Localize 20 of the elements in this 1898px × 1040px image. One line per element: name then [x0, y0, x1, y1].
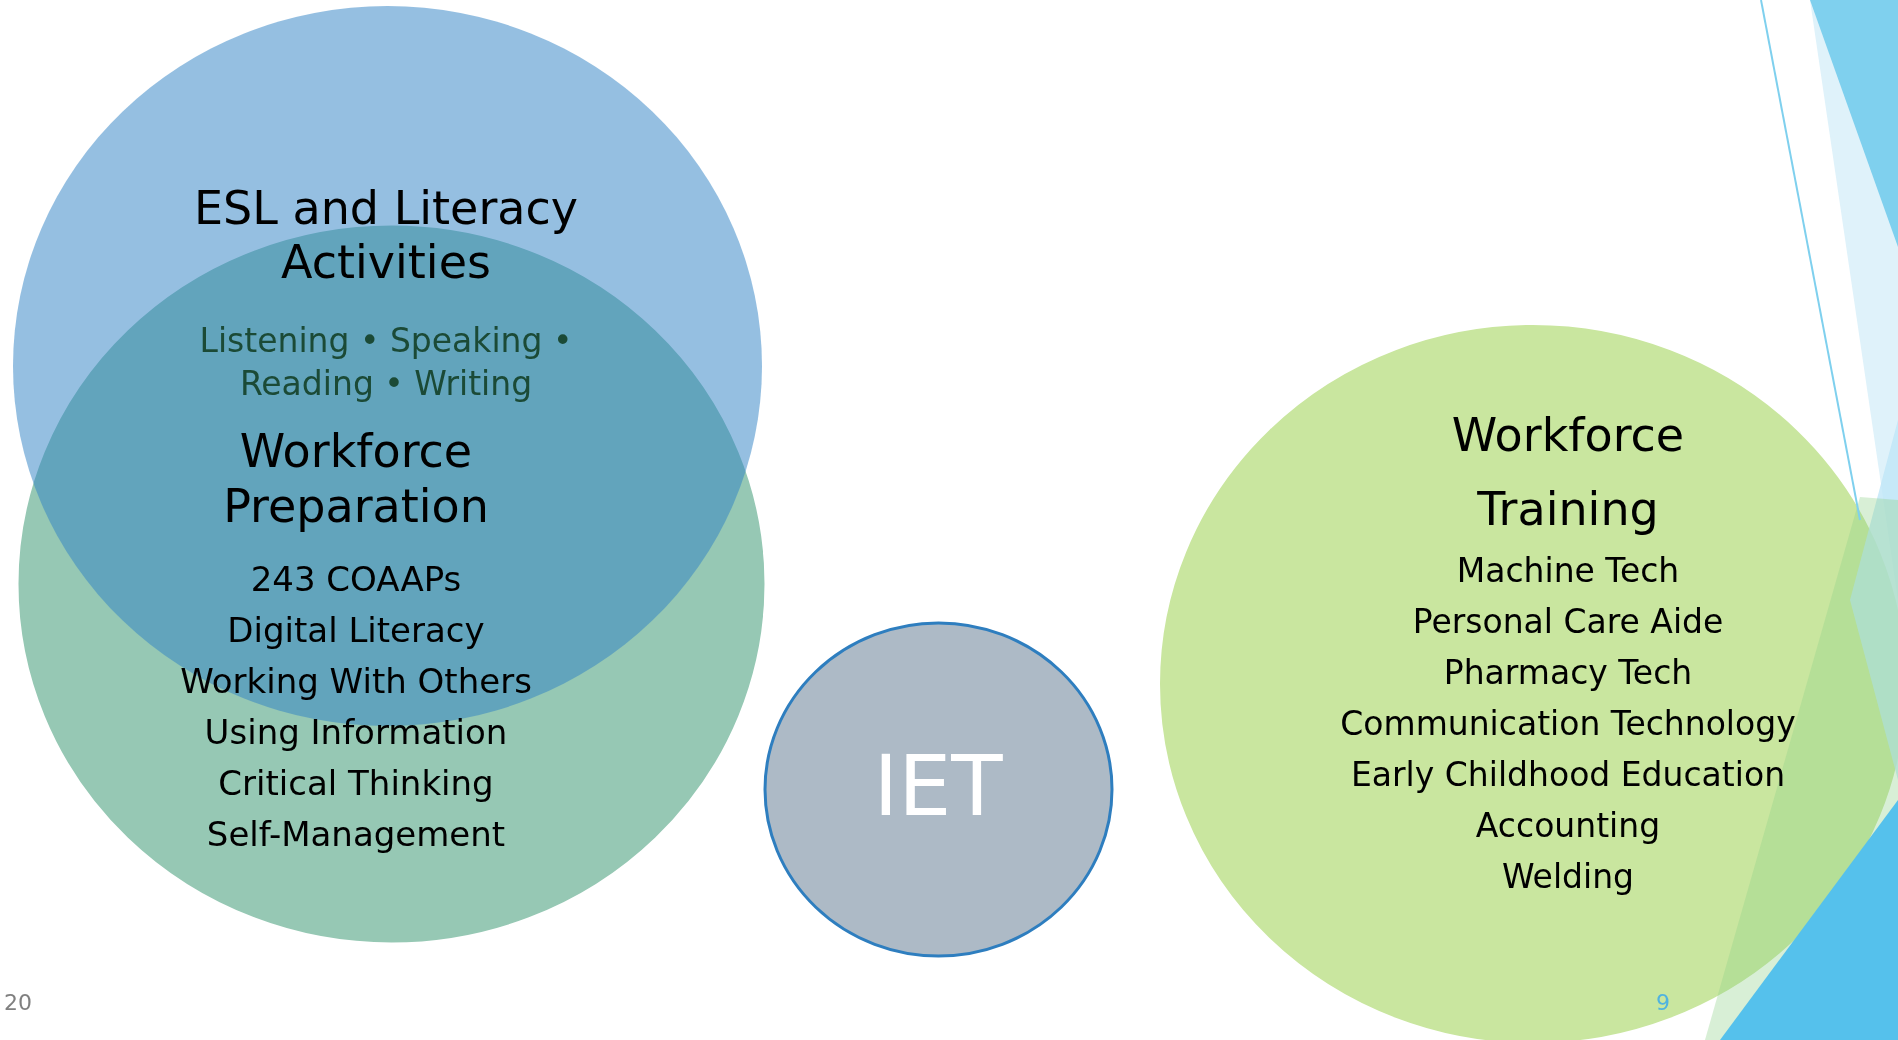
list-item: 243 COAAPs — [249, 560, 463, 600]
list-item: Early Childhood Education — [1349, 756, 1787, 794]
circle-heading: Workforce Preparation — [222, 424, 490, 535]
list-item: Working With Others — [179, 662, 533, 702]
list-item: Accounting — [1474, 807, 1662, 845]
list-item: Machine Tech — [1455, 552, 1681, 590]
list-item: Pharmacy Tech — [1442, 654, 1694, 692]
list-item: Welding — [1500, 858, 1636, 896]
list-item: Digital Literacy — [226, 611, 486, 651]
circle-heading: ESL and Literacy Activities — [192, 182, 579, 290]
list-item: Using Information — [203, 713, 509, 753]
list-item: Self-Management — [205, 815, 507, 855]
skill-list: Listening • Speaking • Reading • Writing — [151, 320, 621, 406]
page-number: 20 — [4, 990, 32, 1015]
page-number: 9 — [1656, 990, 1670, 1015]
list-item: Personal Care Aide — [1411, 603, 1725, 641]
circle-label: IET — [872, 740, 1004, 833]
list-item: Critical Thinking — [217, 764, 495, 804]
list-item: Communication Technology — [1339, 705, 1797, 743]
circle-heading: Workforce Training — [1450, 407, 1686, 538]
